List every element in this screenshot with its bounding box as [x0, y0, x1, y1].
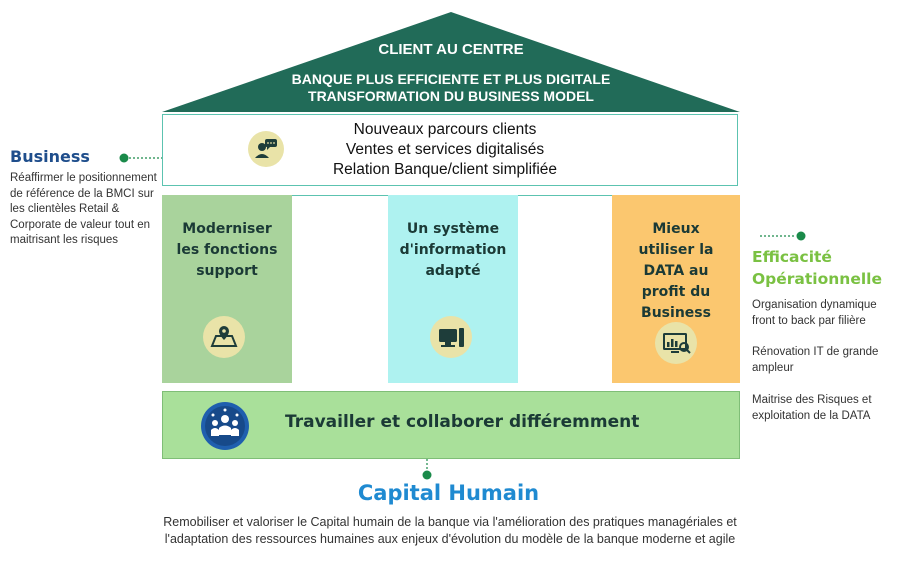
roof-shape: [162, 12, 740, 112]
collaboration-title: Travailler et collaborer différemment: [285, 412, 640, 432]
pillar-3-title: Mieux utiliser la DATA au profit du Busi…: [638, 221, 714, 321]
client-band-line-1: Nouveaux parcours clients: [353, 121, 537, 138]
roof-subtitle: BANQUE PLUS EFFICIENTE ET PLUS DIGITALE …: [162, 71, 740, 105]
chat-person-icon: [248, 131, 284, 167]
efficacite-title-line-2: Opérationnelle: [752, 270, 882, 288]
pillar-gap: [518, 195, 612, 383]
capital-description: Remobiliser et valoriser le Capital huma…: [163, 515, 737, 546]
computer-icon: [430, 316, 472, 358]
client-band-line-3: Relation Banque/client simplifiée: [332, 161, 558, 178]
business-connector: [119, 153, 162, 163]
pillar-gap: [292, 195, 388, 383]
team-people-icon: [201, 402, 249, 450]
efficacite-title: Efficacité Opérationnelle: [752, 246, 882, 290]
efficacite-item-1: Organisation dynamique front to back par…: [752, 299, 877, 327]
map-pin-icon: [203, 316, 245, 358]
capital-title: Capital Humain: [357, 481, 540, 505]
client-band-text: Nouveaux parcours clients Ventes et serv…: [300, 120, 590, 180]
efficacite-title-line-1: Efficacité: [752, 248, 832, 266]
roof-subtitle-line-1: BANQUE PLUS EFFICIENTE ET PLUS DIGITALE: [291, 71, 611, 87]
roof-subtitle-line-2: TRANSFORMATION DU BUSINESS MODEL: [308, 88, 594, 104]
business-description: Réaffirmer le positionnement de référenc…: [10, 172, 157, 246]
pillar-1-title: Moderniser les fonctions support: [176, 221, 278, 279]
roof-title: CLIENT AU CENTRE: [378, 41, 524, 58]
efficacite-item-3: Maitrise des Risques et exploitation de …: [752, 394, 872, 422]
efficacite-connector: [760, 231, 806, 241]
client-band-line-2: Ventes et services digitalisés: [345, 141, 545, 158]
business-title: Business: [10, 147, 90, 166]
collaboration-band: [162, 391, 740, 459]
efficacite-item-2: Rénovation IT de grande ampleur: [752, 346, 879, 374]
data-screen-icon: [655, 322, 697, 364]
pillar-2-title: Un système d'information adapté: [399, 221, 507, 279]
capital-connector: [422, 459, 432, 480]
